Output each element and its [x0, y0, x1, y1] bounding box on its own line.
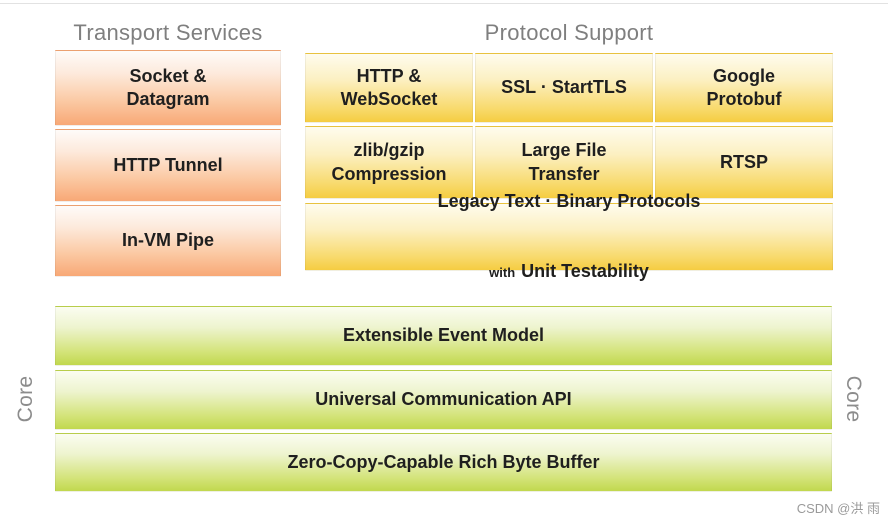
protocol-cell-zlib-gzip: zlib/gzip Compression	[305, 126, 473, 199]
protocol-cell-legacy-protocols: Legacy Text · Binary Protocols with Unit …	[305, 191, 833, 281]
core-bar-communication-api: Universal Communication API	[55, 370, 832, 430]
core-bar-event-model: Extensible Event Model	[55, 306, 832, 366]
protocol-cell-rtsp: RTSP	[655, 126, 833, 199]
transport-box-http-tunnel: HTTP Tunnel	[55, 129, 281, 202]
csdn-watermark: CSDN @洪 雨	[796, 501, 880, 516]
core-bar-byte-buffer: Zero-Copy-Capable Rich Byte Buffer	[55, 433, 832, 492]
top-divider-line	[0, 3, 888, 4]
protocol-support-title: Protocol Support	[484, 20, 654, 45]
core-label-right: Core	[842, 375, 865, 423]
transport-services-title: Transport Services	[73, 20, 263, 45]
protocol-cell-large-file-transfer: Large File Transfer	[475, 126, 653, 199]
legacy-with-prefix: with	[489, 265, 516, 281]
legacy-unit-testability: Unit Testability	[521, 261, 649, 282]
legacy-protocols-line1: Legacy Text · Binary Protocols	[437, 191, 701, 212]
protocol-cell-http-websocket: HTTP & WebSocket	[305, 53, 473, 123]
transport-box-invm-pipe: In-VM Pipe	[55, 205, 281, 277]
core-label-left: Core	[14, 375, 37, 423]
transport-box-socket-datagram: Socket & Datagram	[55, 50, 281, 126]
legacy-protocols-line2: with Unit Testability	[438, 237, 701, 284]
protocol-cell-ssl-starttls: SSL · StartTLS	[475, 53, 653, 123]
legacy-protocols-text: Legacy Text · Binary Protocols with Unit …	[438, 167, 701, 307]
protocol-cell-google-protobuf: Google Protobuf	[655, 53, 833, 123]
